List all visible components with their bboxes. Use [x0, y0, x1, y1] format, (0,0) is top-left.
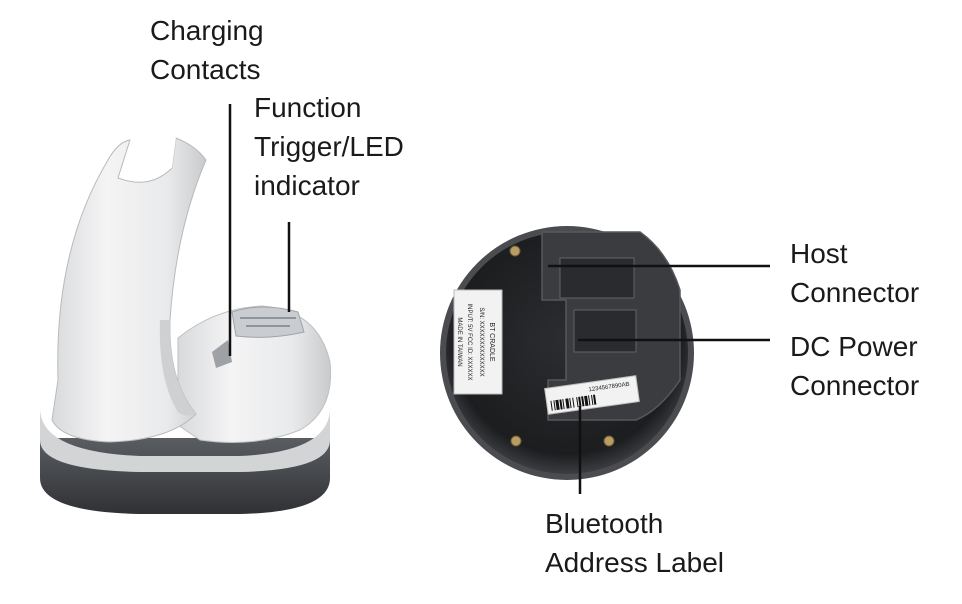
- barcode-bar: [550, 400, 553, 411]
- callout-charging-contacts-line1: Charging: [150, 15, 264, 46]
- barcode-bar: [584, 395, 589, 407]
- charging-contact-slot: [212, 340, 232, 368]
- cradle-cup: [177, 305, 332, 443]
- host-connector-port: [559, 257, 635, 299]
- callout-dc-power-connector-line2: Connector: [790, 370, 920, 401]
- callout-dc-power-connector: DC Power Connector: [790, 327, 919, 405]
- screw: [509, 245, 521, 257]
- screw: [510, 435, 522, 447]
- rating-label-input: INPUT: 5V FCC ID: XXXXXX: [466, 303, 472, 380]
- barcode-bar: [581, 396, 585, 407]
- barcode: [550, 394, 597, 411]
- dc-power-port: [573, 309, 637, 353]
- barcode-bar: [562, 399, 565, 410]
- barcode-bar: [572, 397, 575, 408]
- callout-function-trigger-line1: Function: [254, 92, 362, 123]
- callout-function-trigger: Function Trigger/LED indicator: [254, 88, 404, 205]
- screw: [603, 435, 615, 447]
- cradle-side-view: [40, 137, 332, 514]
- rating-label-model: BT CRADLE: [488, 322, 495, 361]
- callout-host-connector-line1: Host: [790, 238, 848, 269]
- function-trigger-window: [231, 306, 305, 338]
- callout-function-trigger-line3: indicator: [254, 170, 360, 201]
- leader-lines: [228, 104, 770, 494]
- barcode-bar: [588, 395, 591, 406]
- callout-function-trigger-line2: Trigger/LED: [254, 131, 404, 162]
- barcode-bar: [576, 397, 579, 408]
- barcode-bar: [592, 394, 597, 405]
- callout-bluetooth-address-label: Bluetooth Address Label: [545, 504, 724, 582]
- callout-charging-contacts: Charging Contacts: [150, 11, 264, 89]
- callout-dc-power-connector-line1: DC Power: [790, 331, 918, 362]
- callout-charging-contacts-line2: Contacts: [150, 54, 261, 85]
- callout-bluetooth-address-label-line1: Bluetooth: [545, 508, 664, 539]
- callout-host-connector: Host Connector: [790, 234, 919, 312]
- callout-host-connector-line2: Connector: [790, 277, 920, 308]
- rating-label-origin: MADE IN TAIWAN: [456, 317, 462, 366]
- barcode-text: 1234567890AB: [588, 382, 630, 394]
- bluetooth-address-label: 1234567890AB: [544, 375, 640, 415]
- barcode-bar: [553, 400, 556, 411]
- barcode-bar: [555, 399, 560, 411]
- barcode-bar: [578, 396, 582, 407]
- cradle-bottom-view: BT CRADLE S/N: XXXXXXXXXXXXXX INPUT: 5V …: [440, 226, 694, 480]
- callout-bluetooth-address-label-line2: Address Label: [545, 547, 725, 578]
- barcode-bar: [559, 399, 563, 410]
- barcode-bar: [565, 398, 570, 409]
- barcode-bar: [569, 398, 572, 409]
- rating-label: BT CRADLE S/N: XXXXXXXXXXXXXX INPUT: 5V …: [453, 289, 503, 395]
- barcode-bar: [591, 395, 594, 406]
- rating-label-serial: S/N: XXXXXXXXXXXXXX: [478, 307, 484, 376]
